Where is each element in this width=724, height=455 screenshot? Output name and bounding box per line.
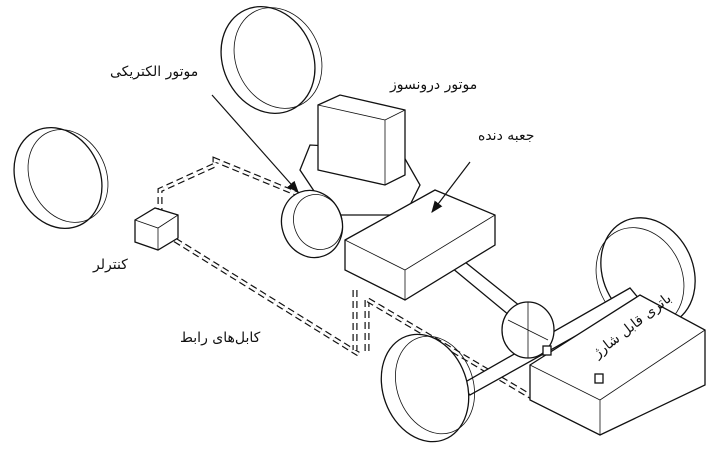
cables-label: کابل‌های رابط — [180, 330, 261, 346]
connecting-cables — [157, 156, 547, 408]
electric-motor-arrow — [211, 94, 299, 193]
combustion-engine — [299, 94, 421, 216]
controller — [134, 207, 179, 251]
battery — [529, 294, 706, 436]
wheel-top — [220, 5, 323, 115]
wheel-bottom — [380, 333, 475, 443]
electric-motor-label: موتور الکتریکی — [110, 64, 199, 80]
combustion-engine-label: موتور درونسوز — [390, 77, 478, 93]
gearbox-label: جعبه دنده — [478, 128, 535, 144]
differential — [501, 301, 555, 359]
gearbox — [344, 189, 496, 301]
controller-label: کنترلر — [93, 257, 128, 273]
electric-motor — [280, 189, 344, 259]
gearbox-arrow — [431, 161, 471, 213]
wheel-left — [13, 126, 109, 230]
